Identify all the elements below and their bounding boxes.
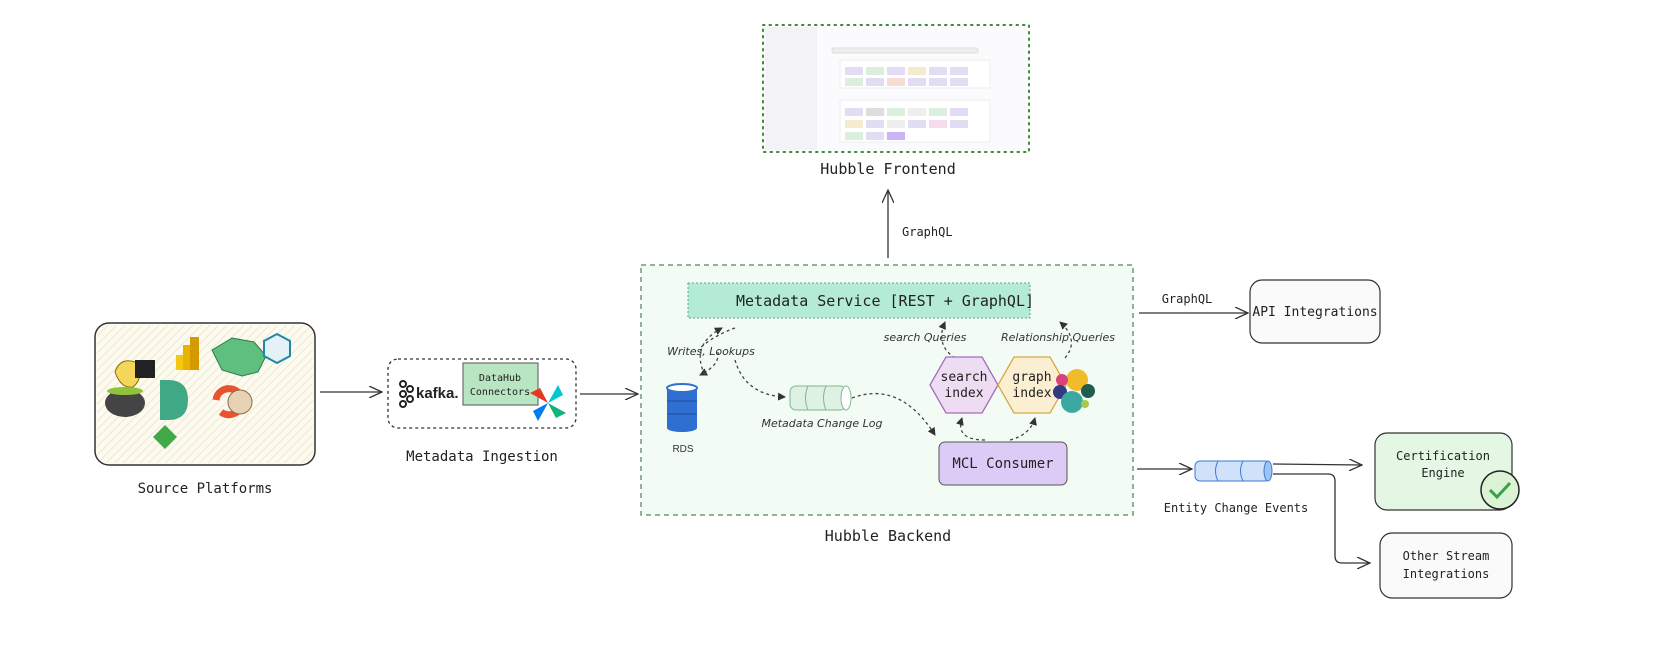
hamster-icon [227, 389, 253, 415]
backend-label: Hubble Backend [825, 527, 951, 545]
certification-engine-line-2: Engine [1421, 466, 1464, 480]
green-wave-icon [153, 425, 177, 449]
graph-index-line-1: graph [1012, 370, 1051, 385]
elasticsearch-logo-icon [1053, 369, 1095, 413]
change-log-label: Metadata Change Log [761, 417, 882, 430]
certification-engine-line-1: Certification [1396, 449, 1490, 463]
rds-label: RDS [672, 444, 693, 455]
other-stream-integrations-box [1379, 532, 1513, 599]
to-change-log-arrow [734, 359, 786, 401]
ingestion-box: kafka. DataHub Connectors [387, 358, 577, 429]
cauldron-icon [105, 387, 145, 417]
graph-index-hexagon: graph index [997, 356, 1067, 414]
other-stream-line-1: Other Stream [1403, 549, 1490, 563]
search-queries-arrow [938, 321, 956, 359]
kafka-icon [399, 380, 414, 408]
checkmark-badge-icon [1480, 470, 1520, 510]
entity-change-events-label: Entity Change Events [1164, 501, 1309, 515]
writes-lookups-label: Writes, Lookups [667, 345, 755, 358]
consumer-to-graph-arrow [1009, 417, 1037, 441]
metadata-service-label: Metadata Service [REST + GraphQL] [736, 292, 1034, 310]
graph-index-line-2: index [1012, 386, 1051, 401]
entity-change-events-queue-icon [1194, 460, 1273, 482]
ingestion-label: Metadata Ingestion [406, 449, 558, 465]
search-queries-label: search Queries [884, 331, 967, 344]
source-platforms-box [94, 322, 316, 466]
consumer-to-search-arrow [956, 417, 986, 441]
kafka-logo-text: kafka. [416, 385, 459, 402]
events-to-other-stream-arrow [1273, 473, 1370, 563]
log-to-consumer-arrow [851, 392, 936, 436]
mcl-consumer-box [938, 441, 1068, 486]
certification-engine-box [1374, 432, 1513, 511]
frontend-label: Hubble Frontend [820, 160, 955, 178]
source-platforms-label: Source Platforms [138, 481, 273, 497]
other-stream-line-2: Integrations [1403, 567, 1490, 581]
hubble-frontend-screenshot [762, 24, 1030, 153]
api-integrations-label: API Integrations [1252, 305, 1377, 320]
connectors-line-1: DataHub [479, 373, 521, 384]
relationship-queries-label: Relationship Queries [1001, 331, 1115, 344]
mcl-consumer-label: MCL Consumer [952, 456, 1053, 472]
brain-icon [211, 337, 267, 377]
frontend-graphql-label: GraphQL [902, 225, 953, 239]
d-logo-icon [160, 380, 188, 420]
search-index-hexagon: search index [929, 356, 999, 414]
connectors-line-2: Connectors [470, 387, 530, 398]
aws-glue-icon [114, 360, 155, 388]
api-graphql-label: GraphQL [1162, 292, 1213, 306]
events-to-certification-arrow [1272, 464, 1362, 465]
search-index-line-2: index [944, 386, 983, 401]
metadata-service-box [687, 282, 1031, 319]
metadata-change-log-icon [789, 385, 852, 411]
power-bi-icon [176, 337, 199, 370]
rds-database-icon [666, 383, 698, 432]
s-hexagon-icon [263, 332, 291, 365]
relationship-queries-arrow [1059, 321, 1072, 359]
airflow-icon [530, 385, 566, 421]
api-integrations-box [1249, 279, 1381, 344]
search-index-line-1: search [941, 370, 988, 385]
